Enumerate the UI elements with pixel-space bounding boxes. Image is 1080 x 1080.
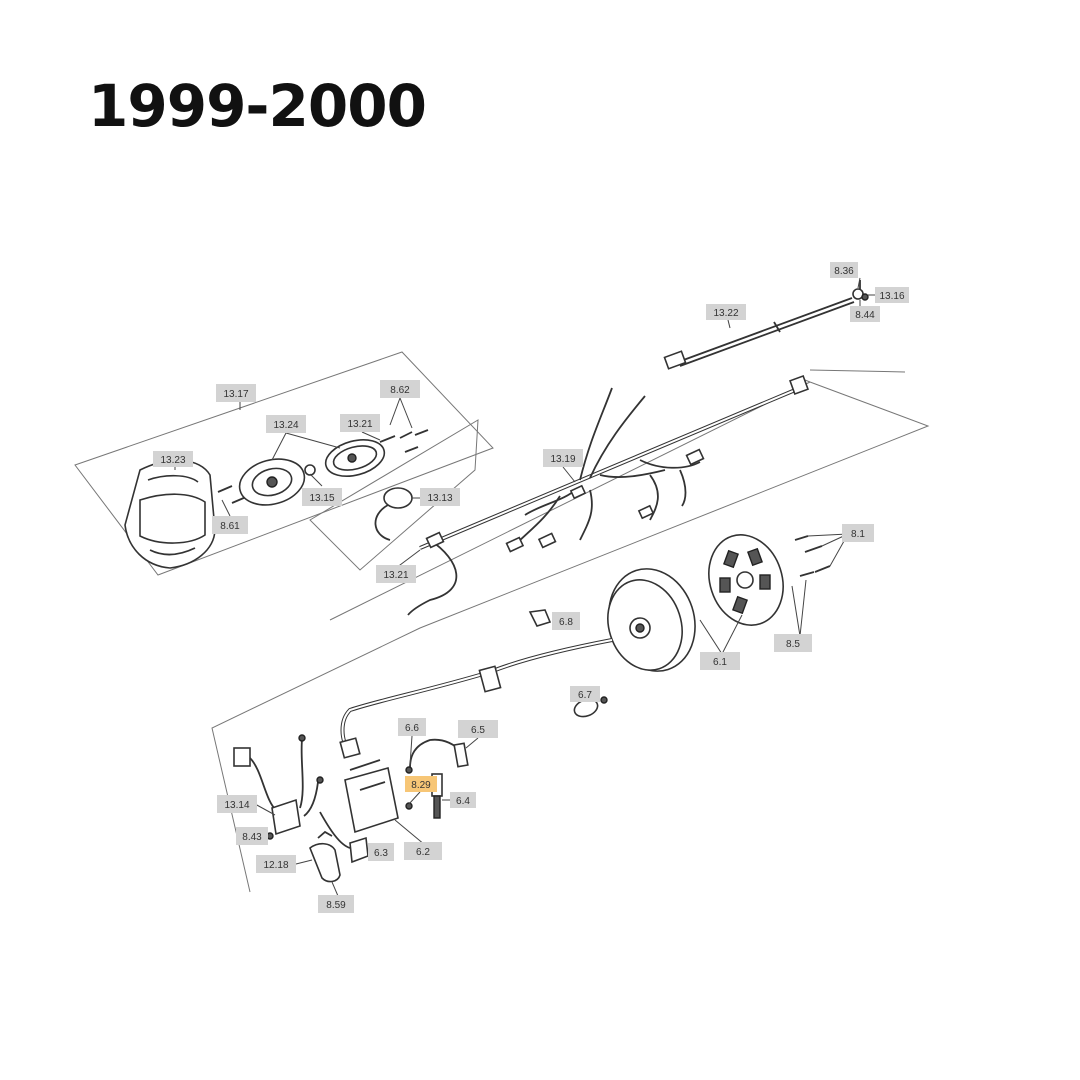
label-8-36: 8.36 (830, 262, 858, 278)
label-13-21-bottom: 13.21 (376, 565, 416, 583)
label-6-1: 6.1 (700, 652, 740, 670)
harness-icon (407, 375, 809, 616)
label-13-17-text: 13.17 (223, 389, 248, 400)
stator-icon (708, 534, 784, 626)
label-13-19: 13.19 (543, 449, 583, 467)
cable-icon (409, 738, 469, 769)
label-6-2: 6.2 (404, 842, 442, 860)
label-8-5-text: 8.5 (786, 639, 800, 650)
connector-icon (528, 609, 552, 627)
label-6-7-text: 6.7 (578, 690, 592, 701)
label-13-24: 13.24 (266, 415, 306, 433)
label-13-14: 13.14 (217, 795, 257, 813)
cable-icon (663, 297, 855, 370)
label-8-43: 8.43 (236, 827, 268, 845)
label-13-22: 13.22 (706, 304, 746, 320)
flywheel-icon (607, 568, 696, 672)
bracket-icon (309, 830, 341, 883)
label-6-6-text: 6.6 (405, 723, 419, 734)
label-8-44: 8.44 (850, 306, 880, 322)
label-13-16: 13.16 (875, 287, 909, 303)
label-8-59: 8.59 (318, 895, 354, 913)
label-6-7: 6.7 (570, 686, 600, 702)
fairing-icon (124, 459, 216, 569)
outline-segment (809, 369, 906, 373)
label-6-3-text: 6.3 (374, 848, 388, 859)
cap-icon (573, 696, 608, 718)
label-6-1-text: 6.1 (713, 657, 727, 668)
label-6-6: 6.6 (398, 718, 426, 736)
page-title: 1999-2000 (88, 72, 427, 140)
label-8-1: 8.1 (842, 524, 874, 542)
label-8-61-text: 8.61 (220, 521, 240, 532)
label-8-29: 8.29 (405, 776, 437, 792)
harness-group-outline (309, 419, 479, 571)
label-6-2-text: 6.2 (416, 847, 430, 858)
screw-icon (405, 766, 413, 810)
label-12-18-text: 12.18 (263, 860, 288, 871)
ignition-group-outline (211, 381, 930, 893)
label-13-21-top: 13.21 (340, 414, 380, 432)
screw-icon (379, 429, 429, 453)
label-8-62: 8.62 (380, 380, 420, 398)
label-13-13: 13.13 (420, 488, 460, 506)
label-6-8-text: 6.8 (559, 617, 573, 628)
label-12-18: 12.18 (256, 855, 296, 873)
label-13-13-text: 13.13 (427, 493, 452, 504)
label-6-3: 6.3 (368, 843, 394, 861)
label-8-36-text: 8.36 (834, 266, 854, 277)
cdi-icon (344, 759, 399, 834)
screw-icon (794, 535, 831, 577)
label-8-1-text: 8.1 (851, 529, 865, 540)
connector-icon (233, 734, 324, 836)
label-8-61: 8.61 (212, 516, 248, 534)
label-6-8: 6.8 (552, 612, 580, 630)
label-13-17: 13.17 (216, 384, 256, 402)
lens-icon (238, 458, 306, 506)
cable-icon (339, 638, 613, 759)
label-8-29-text: 8.29 (411, 780, 431, 791)
screw-icon (852, 280, 869, 301)
label-13-23-text: 13.23 (160, 455, 185, 466)
label-6-4: 6.4 (450, 792, 476, 808)
label-13-19-text: 13.19 (550, 454, 575, 465)
label-6-4-text: 6.4 (456, 796, 470, 807)
label-13-16-text: 13.16 (879, 291, 904, 302)
label-8-5: 8.5 (774, 634, 812, 652)
label-8-62-text: 8.62 (390, 385, 410, 396)
label-13-24-text: 13.24 (273, 420, 298, 431)
switch-icon (374, 487, 413, 541)
label-6-5-text: 6.5 (471, 725, 485, 736)
label-6-5: 6.5 (458, 720, 498, 738)
housing-icon (324, 439, 386, 477)
label-13-15: 13.15 (302, 488, 342, 506)
label-8-59-text: 8.59 (326, 900, 346, 911)
label-13-15-text: 13.15 (309, 493, 334, 504)
label-8-43-text: 8.43 (242, 832, 262, 843)
label-13-23: 13.23 (153, 451, 193, 467)
label-13-21-top-text: 13.21 (347, 419, 372, 430)
bulb-icon (304, 464, 316, 476)
label-13-21-bottom-text: 13.21 (383, 570, 408, 581)
label-8-44-text: 8.44 (855, 310, 875, 321)
label-13-22-text: 13.22 (713, 308, 738, 319)
label-13-14-text: 13.14 (224, 800, 249, 811)
